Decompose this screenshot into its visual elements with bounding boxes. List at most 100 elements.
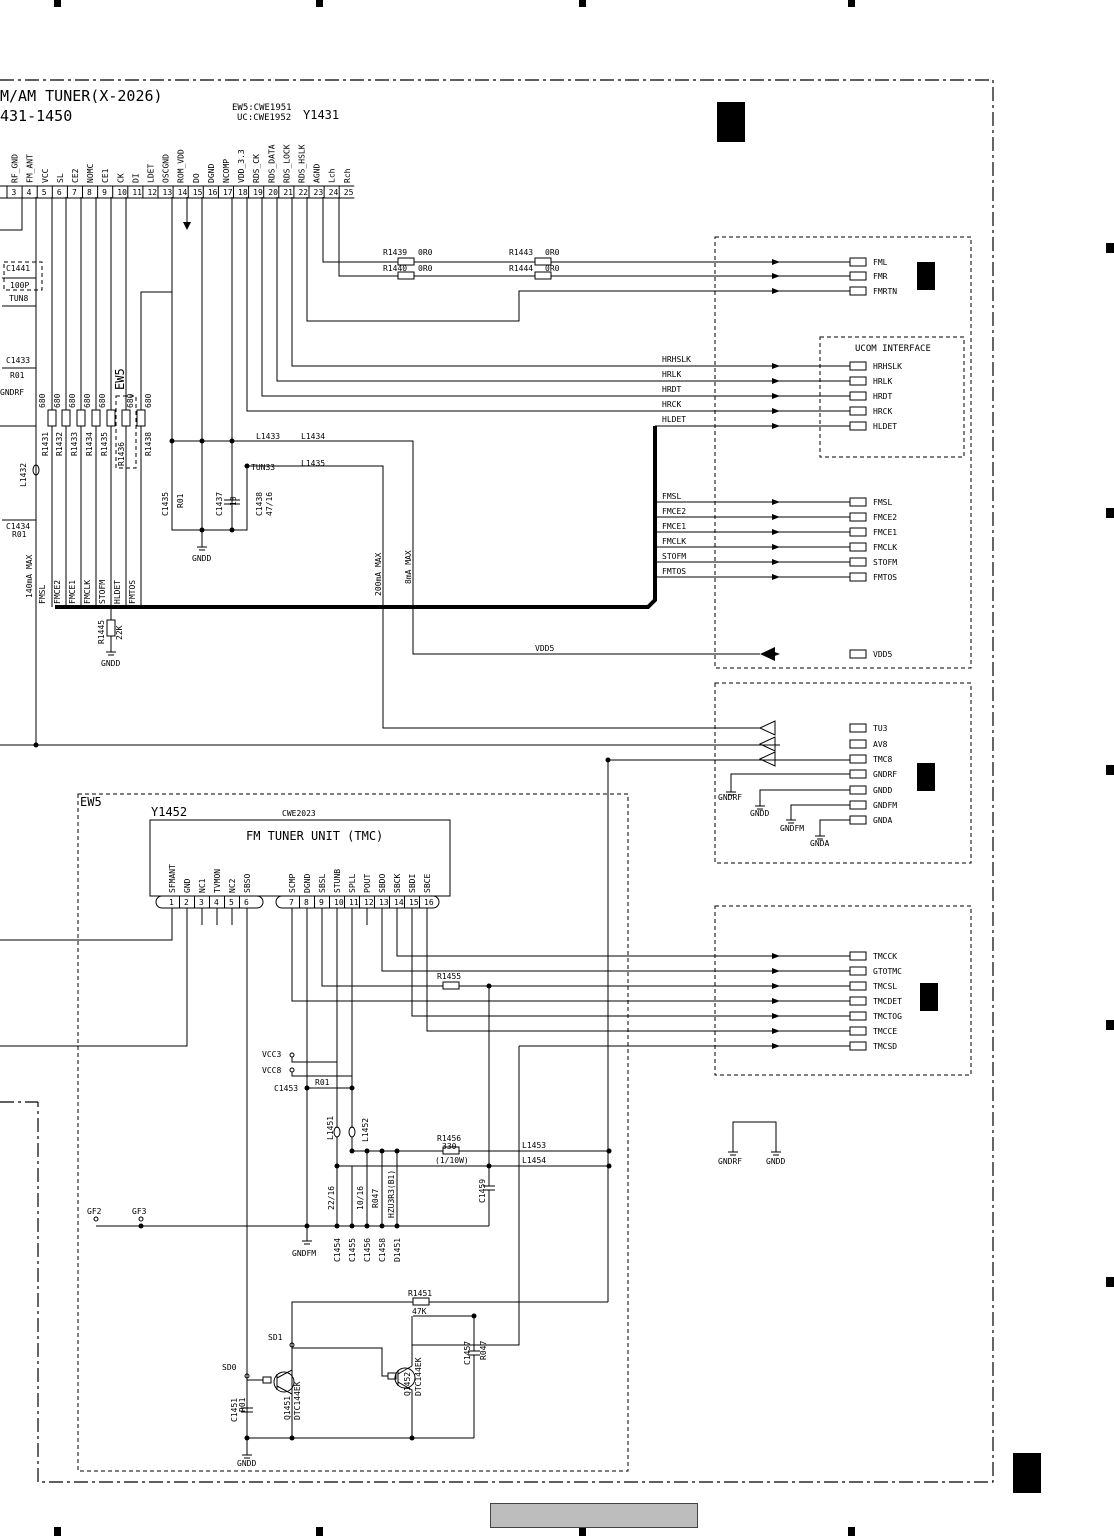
ucom-pin-label: HRHSLK [873,362,902,371]
main-frame [0,79,994,1483]
svg-text:C1435: C1435 [161,492,170,516]
tuner-pin-number: 6 [57,188,62,197]
connector-1b-pin-label: FMTOS [873,573,897,582]
ground-label: GNDFM [780,824,804,833]
connector-2-pin-box [849,754,867,764]
tmc-title: FM TUNER UNIT (TMC) [246,829,383,843]
svg-text:HZU3R3(B1): HZU3R3(B1) [387,1170,396,1218]
tmc-frame [77,793,629,1472]
svg-text:DTC144EK: DTC144EK [293,1381,302,1420]
svg-text:R01: R01 [315,1078,330,1087]
ground-label: GNDRF [718,793,742,802]
ucom-pin-box [849,361,867,371]
svg-text:C1453: C1453 [274,1084,298,1093]
tuner-pin-name: FM_ANT [26,154,35,183]
connector-1b-pin-label: STOFM [873,558,897,567]
svg-text:R1433: R1433 [70,432,79,456]
tuner-pin-name: CE2 [71,168,80,183]
tmc-pin-name: NC1 [198,878,207,893]
svg-text:C1434: C1434 [6,522,30,531]
tuner-pin-name: Lch [328,168,337,183]
tuner-pin-number: 15 [193,188,203,197]
block-marker [1013,1453,1041,1493]
left-components: C1441 100P TUN8 C1433 R01 GNDRF L1432 C1… [0,197,780,748]
tuner-pin-name: NOMC [86,164,95,183]
tmc-pin-name: SBCE [423,874,432,893]
connector-2-pins: TU3AV8TMC8GNDRFGNDDGNDFMGNDAGNDRFGNDDGND… [718,723,897,848]
svg-text:GF2: GF2 [87,1207,102,1216]
svg-text:L1453: L1453 [522,1141,546,1150]
svg-text:330: 330 [442,1142,457,1151]
svg-text:GNDFM: GNDFM [292,1249,316,1258]
tuner-pin-number: 13 [163,188,173,197]
control-bus [55,426,657,609]
tuner-pin-name: VDD_3.3 [237,149,246,183]
net-fmsl: FMSL [662,492,681,501]
tmc-pin-header: 1SFMANT2GND3NC14TVMON5NC26SBSO7SCMP8DGND… [155,864,440,909]
left-bus-label: FMTOS [128,580,137,604]
tmc-pin-number: 14 [394,898,404,907]
tuner-pin-number: 16 [208,188,218,197]
connector-1-pin-label: FMR [873,272,888,281]
svg-text:L1434: L1434 [301,432,325,441]
tuner-pin-number: 7 [72,188,77,197]
net-hrlk: HRLK [662,370,681,379]
tuner-pin-number: 11 [132,188,142,197]
tuner-pin-name: RDS_HSLK [297,144,306,183]
svg-text:R1432: R1432 [55,432,64,456]
r1444-label: R1444 [509,264,533,273]
block-marker [717,102,745,142]
connector-1b-pin-label: FMCE2 [873,513,897,522]
r1440-value: 0R0 [418,264,433,273]
svg-text:680: 680 [98,393,107,408]
net-stofm: STOFM [662,552,686,561]
net-fmclk: FMCLK [662,537,686,546]
rds-lines: HRHSLK HRLK HRDT HRCK HLDET [246,197,850,427]
connector-1b-pin-label: VDD5 [873,650,892,659]
tmc-pin-number: 12 [364,898,374,907]
connector-2-pin-box [849,785,867,795]
svg-text:10/16: 10/16 [356,1186,365,1210]
left-bus-label: FMSL [38,585,47,604]
connector-1-pin-label: FML [873,258,888,267]
tuner-pin-number: 22 [298,188,308,197]
ucom-pin-box [849,406,867,416]
left-bus-label: FMCLK [83,580,92,604]
tuner-pin-name: VCC [41,168,50,183]
tuner-pin-number: 18 [238,188,248,197]
tmc-pin-number: 2 [184,898,189,907]
net-fmtos: FMTOS [662,567,686,576]
r1440-label: R1440 [383,264,407,273]
svg-text:47/16: 47/16 [265,492,274,516]
net-hrck: HRCK [662,400,681,409]
tmc-pin-name: SBDO [378,874,387,893]
tmc-pin-name: SPLL [348,874,357,893]
tmc-pin-name: NC2 [228,878,237,893]
svg-text:C1433: C1433 [6,356,30,365]
svg-text:22/16: 22/16 [327,1186,336,1210]
tuner-pin-header: 3RF_GND4FM_ANT5VCC6SL7CE28NOMC9CE110CK11… [0,144,355,199]
svg-text:EW5: EW5 [80,795,102,809]
ew5-option-label: EW5 [113,368,127,390]
connector-1b-pin-label: FMCLK [873,543,897,552]
connector-3-pin-label: TMCCK [873,952,897,961]
connector-2-pin-label: AV8 [873,740,888,749]
tmc-pin-name: DGND [303,874,312,893]
tuner-pin-name: ROM_VDD [177,149,186,183]
tuner-pin-number: 14 [178,188,188,197]
svg-text:C1438: C1438 [255,492,264,516]
tuner-pin-number: 23 [314,188,324,197]
svg-text:C1459: C1459 [478,1179,487,1203]
tuner-pin-number: 9 [102,188,107,197]
svg-text:VDD5: VDD5 [535,644,554,653]
left-bus-label: HLDET [113,580,122,604]
block-marker [920,983,938,1011]
tmc-pin-number: 4 [214,898,219,907]
net-fmce1: FMCE1 [662,522,686,531]
svg-text:10: 10 [229,496,238,506]
svg-text:C1454: C1454 [333,1238,342,1262]
svg-text:L1454: L1454 [522,1156,546,1165]
